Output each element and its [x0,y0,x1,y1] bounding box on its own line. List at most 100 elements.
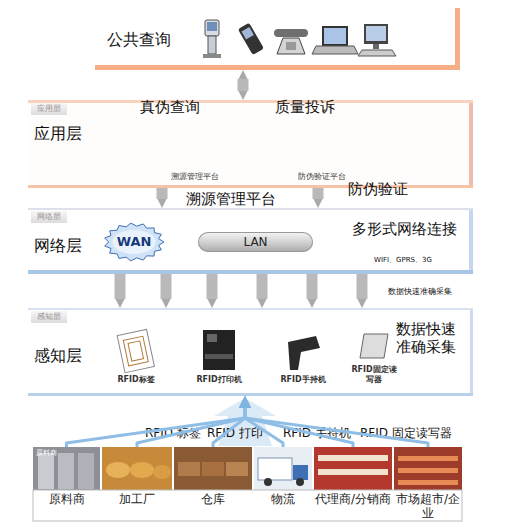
device-box: RFID手持机 [272,325,334,387]
collect-connector [245,408,283,447]
flow-arrow [313,188,324,199]
stage-name: 代理商/分销商 [314,492,392,506]
stage-name: 加工厂 [102,492,172,506]
device-name: RFID固定读写器 [350,365,398,385]
network-cloud: WAN [103,222,165,262]
label-row-frame [33,490,462,521]
rfid-handheld-icon [288,336,320,370]
supply-chain-photo: 市场超市/企业 [394,447,462,520]
vat [106,462,130,478]
network-types: WIFI、GPRS、3G [374,256,432,264]
supply-chain-photo: 代理商/分销商 [314,447,392,520]
box [202,462,224,476]
mobile-phone-icon [238,23,264,55]
photo-caption: 原料商 [36,449,57,457]
vat [153,465,171,479]
shelf [318,455,388,461]
laptop-keyboard [312,46,358,54]
flow-arrow [207,274,218,299]
layer-band: 网络层网络层WANLAN [28,208,473,274]
network-name: WAN [103,222,165,262]
warehouse-photo [174,447,252,490]
layer-band: 应用层应用层溯源管理平台防伪验证平台 [28,100,473,188]
device-box: RFID固定读写器 [350,325,398,389]
device-label: RFID 固定读写器 [360,426,452,440]
truck-cab [293,465,308,480]
flow-arrow [157,188,168,199]
stage-name: 原料商 [33,492,100,506]
flow-arrow [257,274,268,299]
vat [130,462,154,478]
collect-connector [213,408,245,447]
device-box: RFID标签 [106,325,166,387]
server-box: 溯源管理平台 [150,116,240,188]
device-name: RFID手持机 [272,375,334,385]
box [178,462,200,476]
flow-arrow [357,274,368,299]
tag-card [117,329,154,372]
layer-name: 网络层 [34,236,82,255]
kiosk-icon [205,20,219,36]
box [226,462,248,476]
desktop-keyboard [358,50,396,56]
telephone-icon [277,38,305,54]
flow-note: 质量投诉 [275,98,335,116]
device-name: RFID打印机 [188,375,250,385]
printer-panel [207,334,217,342]
truck-photo [254,447,312,490]
laptop-icon [322,26,348,46]
shelf [398,480,458,485]
rfid-reader-icon [360,334,388,358]
supply-chain-photo: 物流 [254,447,312,520]
tag-antenna [128,341,143,361]
kiosk-screen [207,22,217,31]
flow-note: 防伪验证 [348,180,408,198]
device-label: RFID 手持机 [283,426,351,440]
flow-arrow [307,274,318,299]
laptop-screen [324,28,346,44]
telephone-keypad [286,42,296,50]
collect-connector [67,408,246,447]
layer-tab: 感知层 [31,311,67,323]
rfid-tag-icon [117,329,154,372]
truck-box [258,458,292,480]
silo-photo [33,447,100,490]
layer-name: 应用层 [34,124,82,143]
collect-connector [137,408,245,447]
flow-arrow [161,274,172,299]
server-box: 防伪验证平台 [282,116,362,188]
supply-chain-photo: 原料商原料商 [33,447,100,520]
device-box: RFID打印机 [188,325,250,387]
stage-name: 仓库 [174,492,252,506]
stage-name: 物流 [254,492,312,506]
phone-body [238,23,264,55]
device-label: RFID 标签 [145,426,201,440]
stage-name: 市场超市/企业 [394,492,462,520]
flow-arrow [115,274,126,299]
wheel [296,478,304,486]
silo [78,453,94,489]
small-note: 数据快速准确采集 [388,287,452,297]
desktop-icon [364,24,388,44]
server-name: 溯源管理平台 [150,172,240,182]
telephone-handset [274,29,308,37]
flow-note: 真伪查询 [140,98,200,116]
layer-name: 感知层 [34,346,82,365]
collect-connector [245,408,353,447]
rfid-printer-icon [203,330,235,370]
distributor-photo [314,447,392,490]
flow-note: 多形式网络连接 [352,220,457,238]
desktop-stand [373,44,379,49]
desktop-screen [366,26,386,41]
market-photo [394,447,462,490]
flow-note: 数据快速准确采集 [396,320,462,356]
query-band: 公共查询 [95,8,460,70]
wheel [264,478,272,486]
supply-chain-photo: 加工厂 [102,447,172,520]
silo [38,453,54,489]
shelf [398,468,458,473]
factory-photo [102,447,172,490]
shelf [318,469,388,475]
